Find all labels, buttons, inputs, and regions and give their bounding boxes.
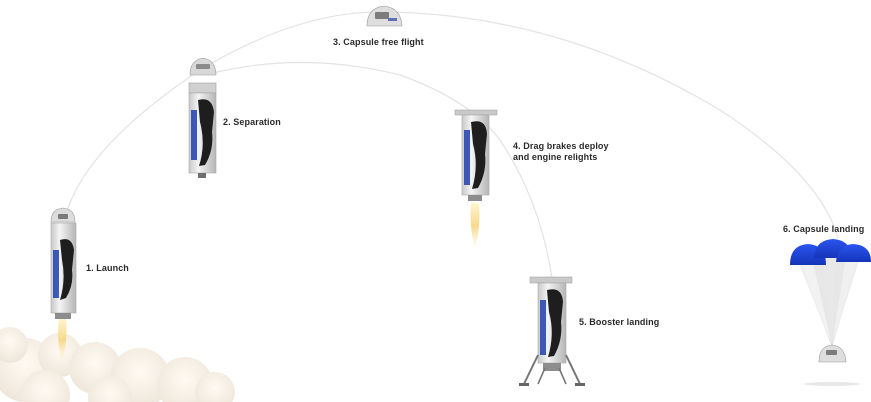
separation-capsule (189, 57, 217, 76)
stage-label-booster-landing: 5. Booster landing (579, 317, 660, 327)
launch-smoke-cloud (0, 327, 235, 402)
stage-label-separation: 2. Separation (223, 117, 281, 127)
drag-brakes-booster (454, 109, 498, 250)
stage-label-drag-brakes-line1: 4. Drag brakes deploy (513, 141, 609, 151)
landing-booster (519, 276, 585, 386)
free-flight-capsule (366, 5, 403, 27)
trajectory-booster-arc (204, 61, 553, 279)
stage-label-launch: 1. Launch (86, 263, 129, 273)
stage-label-capsule-landing: 6. Capsule landing (783, 224, 865, 234)
launch-rocket (50, 207, 77, 319)
launch-flame (58, 318, 67, 362)
stage-label-capsule-free-flight: 3. Capsule free flight (333, 37, 424, 47)
trajectory-capsule-arc (63, 11, 839, 239)
stage-label-drag-brakes: 4. Drag brakes deploy and engine relight… (513, 141, 609, 163)
parachute-capsule-landing (790, 239, 871, 386)
separation-booster (188, 82, 217, 178)
stage-label-drag-brakes-line2: and engine relights (513, 152, 598, 162)
